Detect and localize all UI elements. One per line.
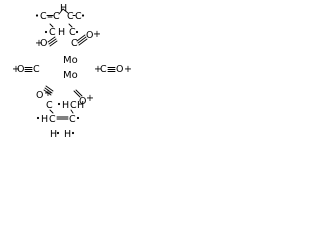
radical-dot	[56, 131, 60, 135]
hydrogen-label: H	[50, 129, 57, 140]
bond-line	[76, 34, 86, 42]
charge-label: +	[93, 29, 101, 40]
lower-cyclopentadienyl-ring: C H C H H C C H H	[36, 100, 84, 140]
hydrogen-label: H	[62, 100, 69, 111]
carbon-label: C	[49, 114, 56, 125]
radical-dot	[36, 116, 40, 120]
carbon-label: C	[70, 100, 77, 111]
radical-dot	[57, 102, 61, 106]
charge-label: +	[12, 64, 20, 75]
radical-dot	[75, 30, 79, 34]
oxygen-label: O	[40, 38, 47, 49]
hydrogen-label: H	[60, 3, 67, 14]
bond-line	[43, 89, 52, 96]
bond-line	[73, 90, 81, 98]
carbon-label: C	[69, 114, 76, 125]
carbon-label: C	[71, 38, 78, 49]
charge-label: +	[35, 38, 43, 49]
dimolybdenum-hexacarbonyl-dicyclopentadienyl-structure: C C H C C C H C + O C O + Mo Mo	[12, 3, 132, 140]
upper-carbonyl-ligands: + O C O +	[35, 29, 101, 49]
radical-dot	[71, 131, 75, 135]
bond-line	[62, 8, 69, 14]
carbon-label: C	[46, 100, 53, 111]
carbon-label: C	[75, 11, 82, 22]
oxygen-label: O	[36, 90, 43, 101]
radical-dot	[76, 116, 80, 120]
bond-line	[48, 38, 57, 45]
oxygen-label: O	[86, 30, 93, 41]
radical-dot	[44, 30, 48, 34]
molybdenum-centers: Mo Mo	[63, 55, 78, 81]
hydrogen-label: H	[58, 27, 65, 38]
carbon-label: C	[69, 27, 76, 38]
radical-dot	[35, 14, 39, 17]
hydrogen-label: H	[41, 114, 48, 125]
molybdenum-label: Mo	[63, 70, 78, 81]
carbon-label: C	[33, 64, 40, 75]
charge-label: +	[86, 93, 94, 104]
bond-line	[49, 23, 54, 28]
bond-line	[49, 40, 58, 47]
charge-label: +	[124, 64, 132, 75]
bond-line	[44, 87, 53, 94]
carbon-label: C	[100, 64, 107, 75]
hydrogen-label: H	[77, 100, 84, 111]
charge-label: +	[44, 88, 52, 99]
bond-line	[58, 8, 64, 15]
oxygen-label: O	[116, 64, 123, 75]
bond-line	[68, 23, 73, 28]
lower-carbonyl-ligands: O + O +	[36, 85, 94, 107]
bond-line	[78, 38, 88, 46]
molybdenum-label: Mo	[63, 55, 78, 66]
bond-line	[47, 36, 56, 43]
charge-label: +	[94, 64, 102, 75]
bond-line	[77, 36, 87, 44]
carbon-label: C	[53, 11, 60, 22]
bond-line	[49, 109, 54, 114]
bond-line	[75, 89, 83, 97]
oxygen-label: O	[79, 96, 86, 107]
radical-dot	[81, 14, 85, 17]
oxygen-label: O	[17, 64, 24, 75]
carbon-label: C	[67, 11, 74, 22]
bond-line	[70, 109, 74, 114]
hydrogen-label: H	[64, 129, 71, 140]
carbon-label: C	[49, 27, 56, 38]
bond-line	[45, 85, 54, 92]
side-carbonyl-ligands: + O C + C O +	[12, 64, 132, 75]
upper-cyclopentadienyl-ring: C C H C C C H C	[35, 3, 85, 38]
carbon-label: C	[40, 11, 47, 22]
